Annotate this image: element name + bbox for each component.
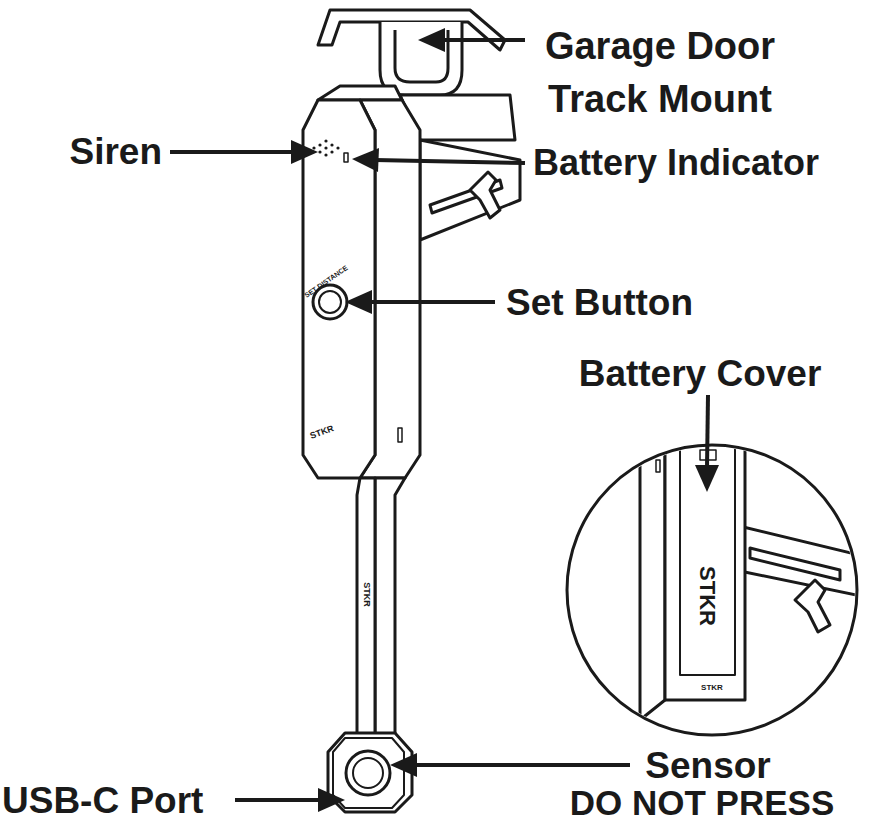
inset-wing-nut <box>795 580 830 632</box>
battery-led <box>344 153 348 162</box>
part-label: USB-C Port <box>2 782 203 819</box>
body-top <box>318 86 402 100</box>
siren-grille <box>312 139 339 156</box>
leader-line <box>368 300 495 304</box>
part-label: Battery Indicator <box>533 145 819 181</box>
warning-label: DO NOT PRESS <box>570 785 834 820</box>
slot-plate <box>420 140 520 240</box>
mount-clip <box>380 22 462 95</box>
inset-slot <box>750 548 840 580</box>
arm-front <box>357 478 375 735</box>
wing-nut <box>470 172 500 218</box>
part-label: Garage Door Track Mount <box>520 20 800 126</box>
set-button <box>319 291 341 313</box>
logo-text: STKR <box>701 684 723 692</box>
leader-line <box>707 395 708 468</box>
inset-slot-mark <box>656 460 660 472</box>
part-label: Set Button <box>506 284 693 321</box>
logo-text: STKR <box>696 566 718 626</box>
arm-side <box>375 478 405 735</box>
leader-line <box>235 798 322 802</box>
part-label: Siren <box>69 133 162 170</box>
arrow-head <box>390 753 417 777</box>
inset-battery-cover <box>680 445 735 675</box>
sensor-face <box>333 738 404 808</box>
leader-line <box>170 150 295 154</box>
leader-line <box>375 160 525 163</box>
leader-line <box>412 763 630 767</box>
part-label: Battery Cover <box>579 355 822 392</box>
inset-body-side <box>640 420 665 720</box>
part-label: Sensor <box>645 747 770 784</box>
arrow-head <box>318 788 345 812</box>
arrow-head <box>418 28 445 52</box>
leader-line <box>440 38 525 42</box>
body-slot <box>398 428 402 442</box>
logo-text: STKR <box>362 582 371 607</box>
arrow-head <box>352 148 379 172</box>
arrow-head <box>345 290 372 314</box>
inset-circle <box>567 445 857 735</box>
arrow-head <box>695 465 719 492</box>
sensor-lens <box>346 751 390 795</box>
sensor-lens-inner <box>353 758 383 788</box>
arrow-head <box>291 140 318 164</box>
inset-body-front <box>665 420 745 700</box>
